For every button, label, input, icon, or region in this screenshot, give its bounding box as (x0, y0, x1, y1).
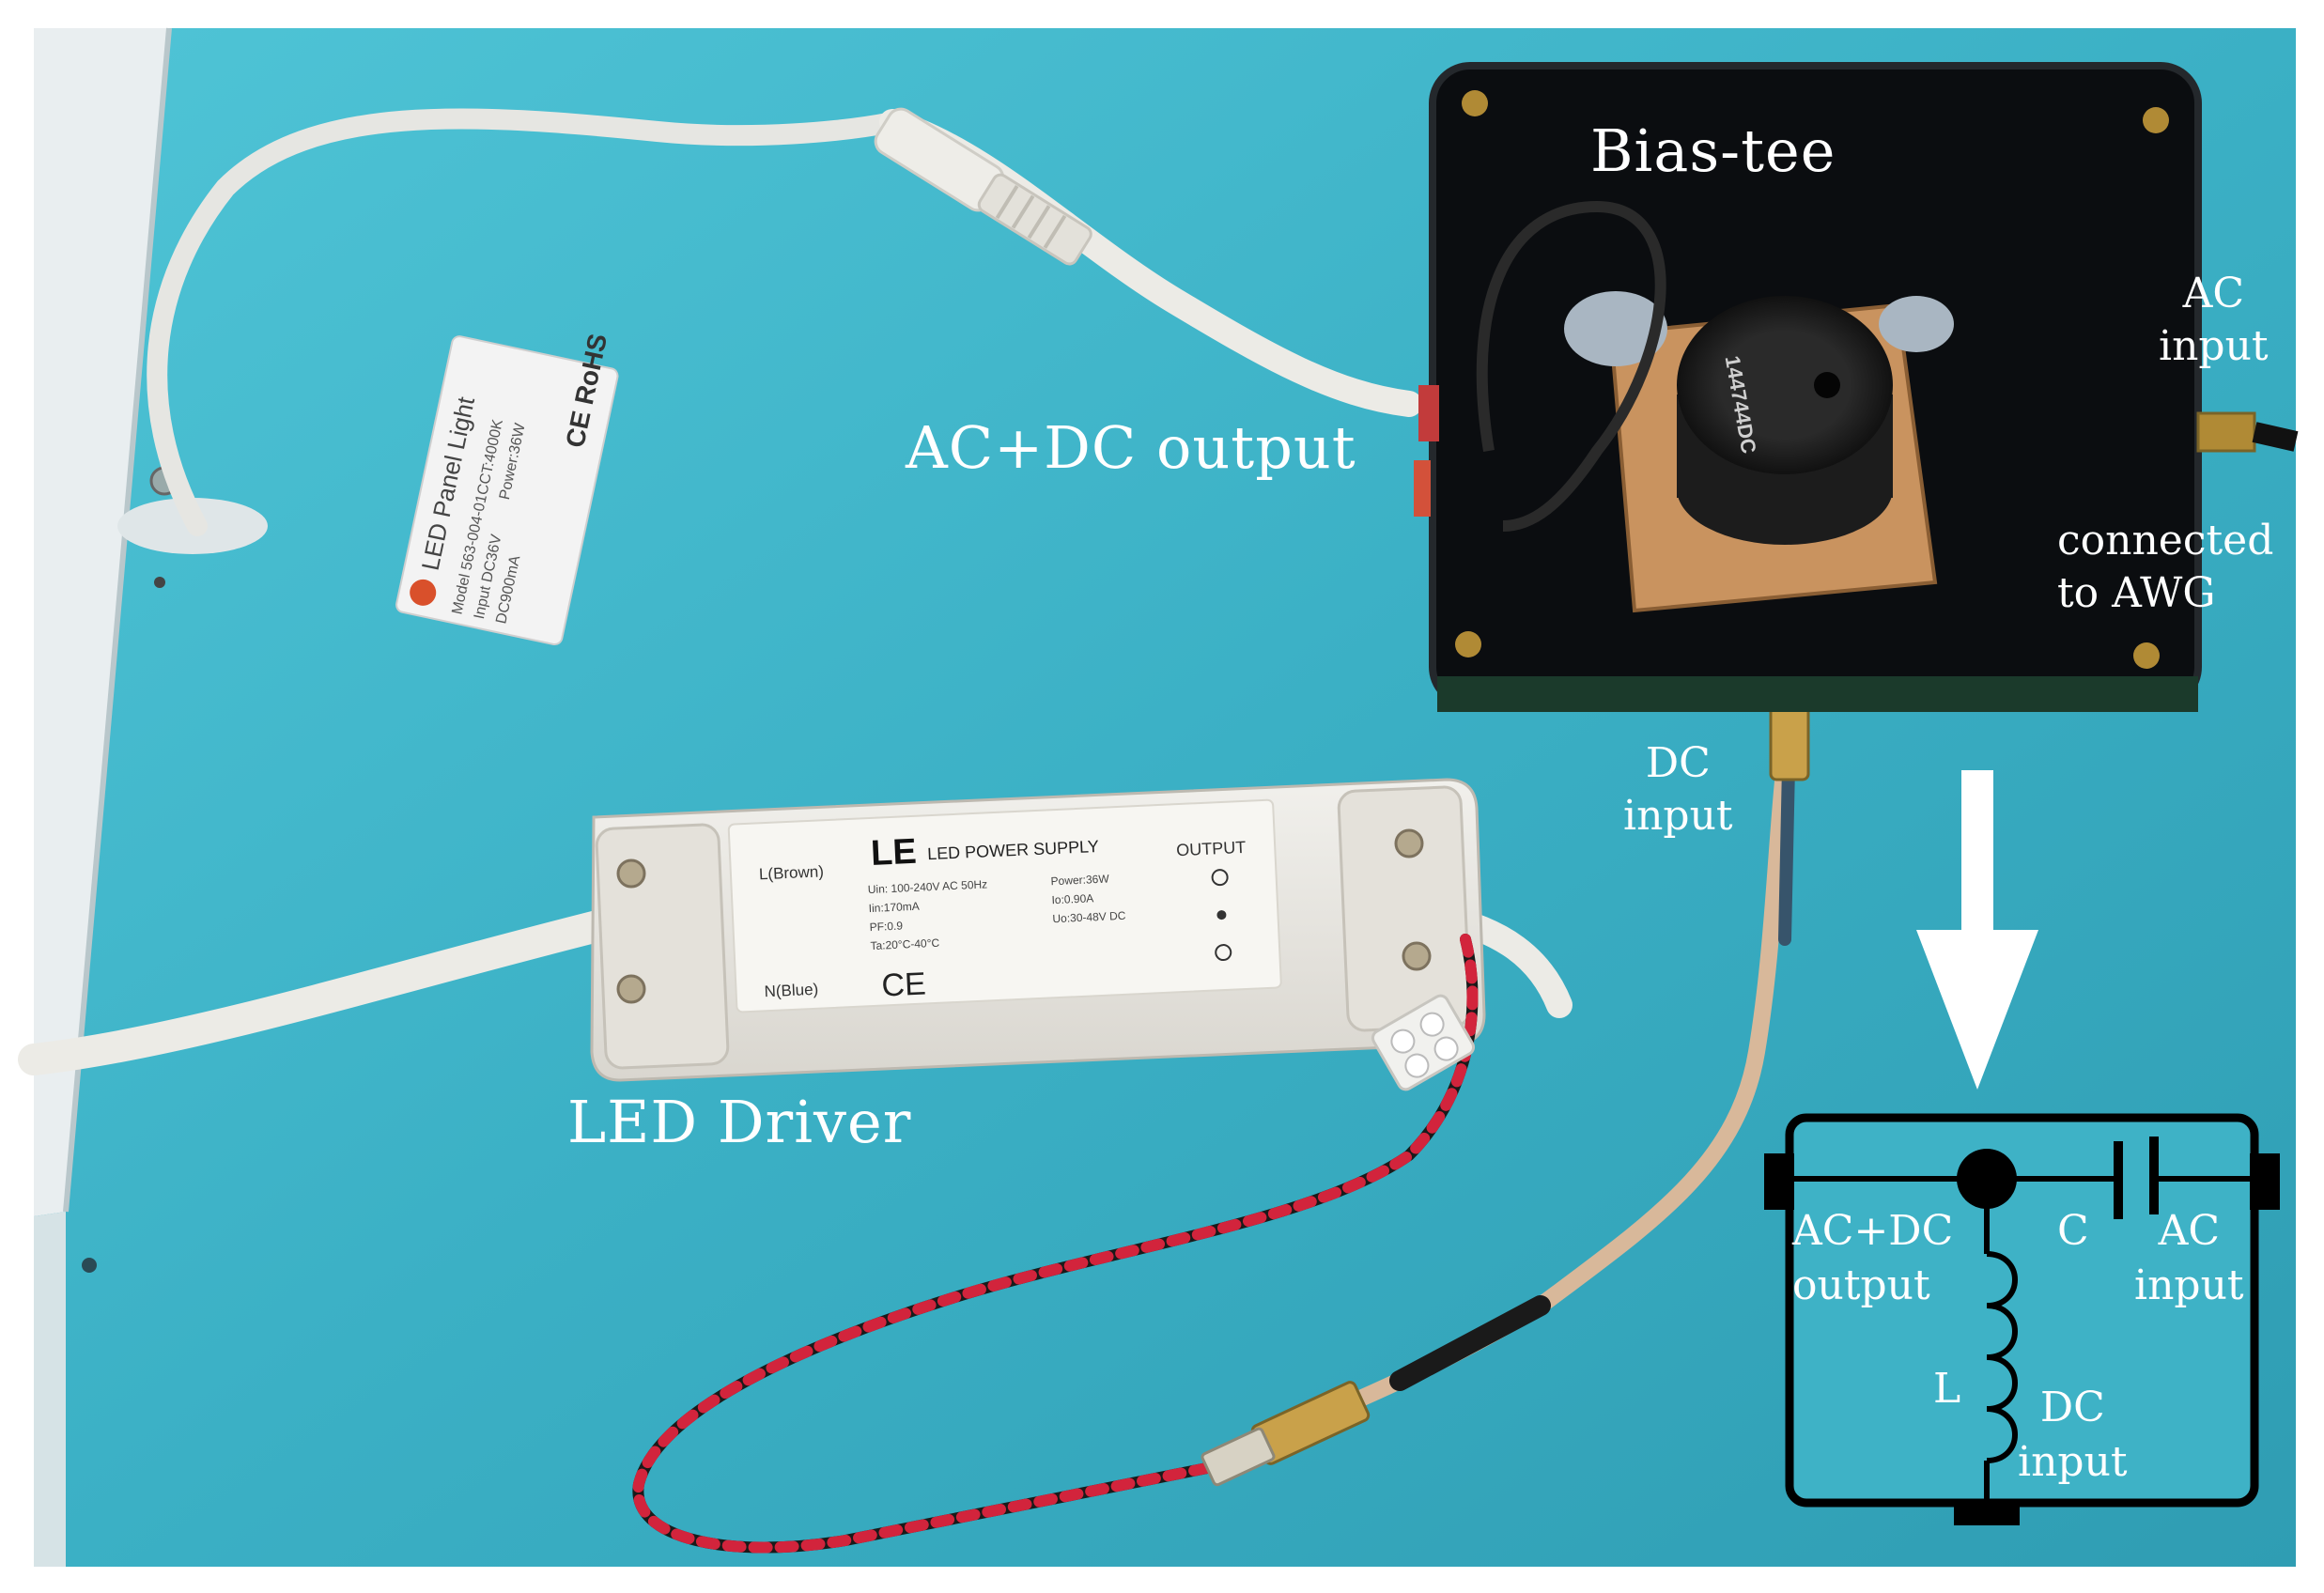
white-cable-psu-mains (18, 909, 617, 1075)
schematic-label-ac-input: AC input (2134, 1207, 2244, 1309)
schematic-label-dc-input: DC input (2018, 1384, 2128, 1486)
psu-brand: LE (870, 832, 917, 874)
down-arrow-graphic (1916, 770, 2038, 1090)
panel-sticker: LED Panel Light Model 563-004-01 Input D… (395, 332, 619, 646)
sma-connector-lower (1201, 1381, 1371, 1487)
schematic-port-left (1764, 1153, 1794, 1210)
label-bias-tee: Bias-tee (1590, 116, 1836, 185)
svg-text:CE: CE (881, 966, 927, 1003)
psu-screw (616, 858, 646, 889)
white-cable-panel (147, 108, 903, 536)
svg-text:Uo:30-48V DC: Uo:30-48V DC (1052, 909, 1126, 926)
psu-label: LE LED POWER SUPPLY L(Brown) N(Blue) Uin… (727, 798, 1282, 1013)
schematic-label-ac-dc-output: AC+DC output (1792, 1207, 1954, 1309)
svg-text:N(Blue): N(Blue) (764, 981, 818, 1001)
bias-tee-enclosure: 144744DC (1414, 62, 2299, 712)
label-connected-to-awg: connected to AWG (2057, 517, 2274, 617)
label-ac-dc-output: AC+DC output (906, 413, 1356, 482)
schematic-label-inductor: L (1933, 1365, 1961, 1413)
svg-text:Io:0.90A: Io:0.90A (1051, 891, 1093, 906)
schematic-label-capacitor: C (2057, 1207, 2089, 1255)
schematic-port-bottom (1954, 1499, 2020, 1525)
inductor-component: 144744DC (1677, 296, 1893, 545)
bias-tee-schematic (1764, 1113, 2280, 1525)
label-led-driver: LED Driver (567, 1088, 912, 1156)
svg-text:PF:0.9: PF:0.9 (869, 920, 903, 935)
psu-screw (1402, 941, 1432, 971)
label-ac-input: AC input (2159, 270, 2269, 370)
led-power-supply: LE LED POWER SUPPLY L(Brown) N(Blue) Uin… (590, 778, 1486, 1082)
label-dc-input: DC input (1623, 739, 1733, 840)
twisted-pair-wire (632, 934, 1479, 1554)
psu-screw (616, 974, 646, 1004)
schematic-port-right (2250, 1153, 2280, 1210)
inductor-coil (1986, 1251, 2018, 1463)
svg-text:Power:36W: Power:36W (1050, 872, 1109, 888)
svg-text:L(Brown): L(Brown) (759, 862, 825, 883)
terminal-block (1371, 994, 1476, 1091)
white-connector (874, 107, 1092, 266)
panel-frame-rail (34, 28, 169, 1216)
svg-text:Iin:170mA: Iin:170mA (868, 900, 920, 915)
svg-text:Ta:20°C-40°C: Ta:20°C-40°C (870, 936, 940, 952)
svg-text:OUTPUT: OUTPUT (1176, 838, 1247, 859)
psu-screw (1394, 828, 1424, 858)
svg-text:Uin: 100-240V AC 50Hz: Uin: 100-240V AC 50Hz (868, 877, 988, 896)
